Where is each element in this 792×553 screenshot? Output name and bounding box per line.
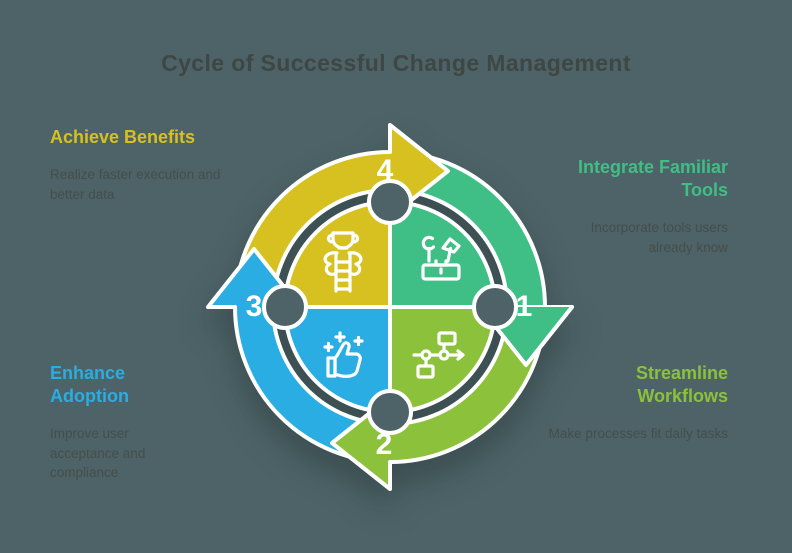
arrow-step-4 [233,123,450,309]
notch-bottom [367,389,413,435]
step-number-4: 4 [377,154,394,187]
step-number-3: 3 [246,290,263,323]
notch-left [262,284,308,330]
page-title: Cycle of Successful Change Management [161,50,631,76]
callout-heading: Integrate Familiar Tools [577,157,728,201]
step-numbers: 4 1 2 3 [246,154,533,461]
callout-achieve-benefits: Achieve Benefits Realize faster executio… [50,126,222,204]
arrow-step-2 [330,305,547,491]
callout-enhance-adoption: Enhance Adoption Improve user acceptance… [50,362,200,483]
step-number-1: 1 [516,290,533,323]
callout-description: Make processes fit daily tasks [548,426,728,442]
disc-notches [262,179,518,435]
flowchart-icon [412,331,465,379]
callout-description: Realize faster execution and better data [50,167,221,202]
inner-quadrant-disc [283,200,497,414]
step-number-2: 2 [376,428,393,461]
cycle-arrows [206,123,574,491]
callout-description: Incorporate tools users already know [590,220,728,255]
cycle-diagram: 4 1 2 3 [206,123,574,491]
callout-streamline-workflows: Streamline Workflows Make processes fit … [548,362,728,444]
thumbs-up-icon [323,331,364,378]
trophy-ladder-icon [323,231,363,293]
notch-top [367,179,413,225]
callout-description: Improve user acceptance and compliance [50,426,146,481]
notch-right [472,284,518,330]
tools-icon [421,235,461,281]
callout-heading: Streamline Workflows [635,363,728,407]
callout-heading: Achieve Benefits [50,127,196,147]
callout-heading: Enhance Adoption [50,363,129,407]
arrow-step-3 [206,247,392,464]
callout-integrate-familiar-tools: Integrate Familiar Tools Incorporate too… [550,156,728,257]
